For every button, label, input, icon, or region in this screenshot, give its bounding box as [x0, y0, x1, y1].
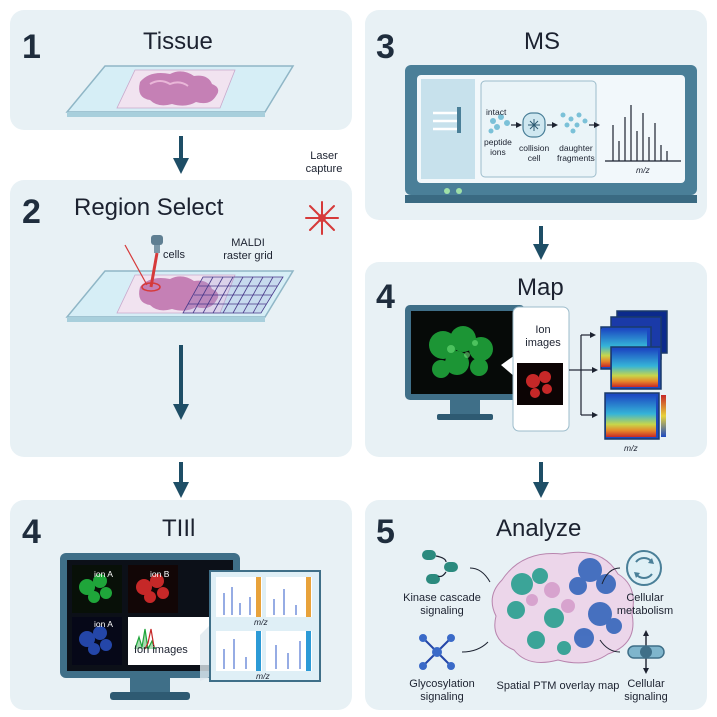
glycosylation-icon — [419, 634, 455, 670]
collision-cell-label: collision cell — [519, 143, 550, 163]
heatmap-stack — [600, 310, 668, 440]
ion-b-label: ion B — [150, 569, 170, 579]
step-number-2: 2 — [22, 193, 41, 231]
maldi-grid — [182, 276, 284, 314]
cellular-signaling-label: Cellular signaling — [624, 678, 668, 703]
ion-a-label-1: ion A — [94, 569, 113, 579]
maldi-raster-grid-label: MALDI raster grid — [223, 237, 273, 262]
step-number-4-right: 4 — [376, 278, 395, 316]
mass-spectrometer-icon — [405, 65, 697, 203]
mz-label-ms: m/z — [636, 165, 650, 175]
mz-label-tii-2: m/z — [256, 671, 270, 681]
region-select-slide — [65, 235, 295, 322]
glycosylation-signaling-label: Glycosylation signaling — [409, 678, 475, 703]
spatial-ptm-overlay-label: Spatial PTM overlay map — [496, 680, 620, 692]
mz-label-map: m/z — [624, 443, 638, 453]
step-number-4-left: 4 — [22, 513, 41, 551]
spatial-ptm-overlay-map — [491, 551, 634, 664]
map-monitor — [405, 305, 668, 440]
mz-label-tii-1: m/z — [254, 617, 268, 627]
ion-images-label-map: Ion images — [525, 324, 561, 349]
cellular-signaling-icon — [627, 630, 665, 674]
tii-title: TIIl — [162, 515, 196, 542]
peptide-ions-label: peptide ions — [484, 137, 512, 157]
monitor-icon — [60, 553, 321, 700]
tissue-title: Tissue — [143, 28, 213, 55]
laser-burst-icon — [305, 201, 339, 235]
kinase-cascade-icon — [422, 550, 458, 584]
region-select-title: Region Select — [74, 194, 224, 221]
cellular-metabolism-icon — [626, 550, 662, 586]
ms-title: MS — [524, 28, 560, 55]
ms-spectrum — [605, 105, 681, 162]
ion-a-label-2: ion A — [94, 619, 113, 629]
ion-images-label-tii: Ion images — [134, 644, 188, 656]
laser-capture-label: Laser capture — [305, 150, 343, 175]
intact-label: intact — [486, 107, 507, 117]
map-title: Map — [517, 274, 564, 301]
analyze-title: Analyze — [496, 515, 582, 542]
cells-label: cells — [163, 249, 186, 261]
daughter-fragments-label: daughter fragments — [557, 143, 595, 163]
cellular-metabolism-label: Cellular metabolism — [616, 592, 674, 617]
step-number-3: 3 — [376, 28, 395, 66]
slide-icon — [65, 65, 295, 117]
kinase-cascade-label: Kinase cascade signaling — [403, 592, 481, 617]
step-number-1: 1 — [22, 28, 41, 66]
step-number-5: 5 — [376, 513, 395, 551]
